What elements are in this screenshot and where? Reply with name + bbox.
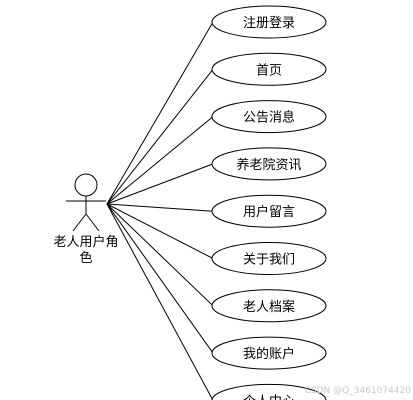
association-line xyxy=(106,203,214,307)
actor-right-leg xyxy=(85,213,100,232)
association-line xyxy=(106,163,214,205)
watermark: CSDN @Q_3461074420 xyxy=(305,386,412,396)
use-case-ellipse xyxy=(211,100,327,134)
use-case-label: 个人中心 xyxy=(243,394,295,400)
use-case: 老人档案 xyxy=(211,289,327,323)
use-case-ellipse xyxy=(211,336,327,370)
use-case-list: 注册登录首页公告消息养老院资讯用户留言关于我们老人档案我的账户个人中心 xyxy=(211,5,327,400)
use-case: 养老院资讯 xyxy=(211,147,327,181)
association-line xyxy=(106,203,214,212)
association-line xyxy=(106,203,214,259)
use-case: 用户留言 xyxy=(211,194,327,228)
association-line xyxy=(106,203,214,400)
association-line xyxy=(106,203,214,354)
use-case-ellipse xyxy=(211,383,327,400)
actor-label-line1: 老人用户角 xyxy=(53,234,118,250)
association-line xyxy=(106,21,214,205)
use-case-ellipse xyxy=(211,52,327,86)
association-line xyxy=(106,68,214,205)
use-case: 关于我们 xyxy=(211,242,327,275)
use-case-label: 老人档案 xyxy=(243,300,295,315)
use-case: 我的账户 xyxy=(211,336,327,370)
actor-label-line2: 色 xyxy=(79,250,92,266)
use-case-label: 注册登录 xyxy=(243,16,295,31)
use-case-label: 我的账户 xyxy=(243,346,295,362)
use-case-label: 养老院资讯 xyxy=(236,157,301,173)
use-case-ellipse xyxy=(211,5,327,39)
use-case-ellipse xyxy=(211,147,327,181)
use-case: 个人中心 xyxy=(211,383,327,400)
actor-head xyxy=(74,173,98,197)
use-case-ellipse xyxy=(211,242,327,275)
use-case-ellipse xyxy=(211,289,327,323)
use-case-label: 首页 xyxy=(256,63,282,78)
use-case: 公告消息 xyxy=(211,100,327,134)
actor-elderly-user: 老人用户角 色 xyxy=(53,173,119,266)
use-case-ellipse xyxy=(211,194,327,228)
use-case-label: 用户留言 xyxy=(243,204,295,220)
use-case-label: 关于我们 xyxy=(243,253,295,268)
actor-left-leg xyxy=(72,213,87,232)
use-case: 注册登录 xyxy=(211,5,327,39)
association-lines xyxy=(106,21,214,400)
use-case: 首页 xyxy=(211,52,327,86)
association-line xyxy=(106,116,214,205)
use-case-label: 公告消息 xyxy=(243,110,295,126)
